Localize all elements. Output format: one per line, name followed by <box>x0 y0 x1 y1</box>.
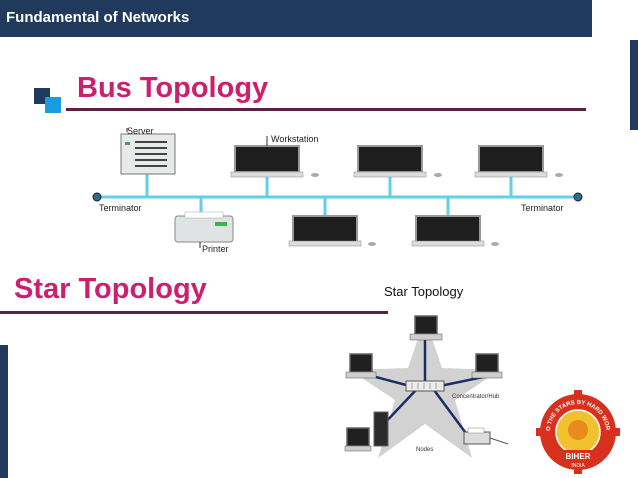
printer-label: Printer <box>202 244 229 254</box>
terminator-right-label: Terminator <box>521 203 564 213</box>
star-topology-diagram: Star Topology Concentrator <box>344 284 509 458</box>
printer-icon <box>463 427 509 445</box>
bus-title-rule <box>66 108 586 111</box>
logo-country: INDIA <box>571 463 585 469</box>
computer-icon <box>409 315 443 341</box>
workstation-icon <box>230 145 319 178</box>
logo-name: BIHER <box>566 452 591 461</box>
hub-label: Concentrator/Hub <box>452 394 500 400</box>
bus-topology-diagram: Server Workstation Terminator Terminator… <box>92 126 583 254</box>
server-label: Server <box>127 126 154 136</box>
nodes-label: Nodes <box>416 447 433 453</box>
computer-icon <box>345 353 377 379</box>
right-edge-accent <box>630 40 638 130</box>
hub-icon <box>405 380 445 392</box>
computer-icon <box>471 353 503 379</box>
left-edge-accent <box>0 345 8 478</box>
star-diagram-title: Star Topology <box>384 284 464 299</box>
terminator-left-icon <box>92 192 102 202</box>
printer-icon <box>174 211 234 248</box>
biher-logo: TO THE STARS BY HARD WORK BIHER INDIA <box>536 390 620 474</box>
terminator-right-icon <box>573 192 583 202</box>
star-title-rule <box>0 311 388 314</box>
header-bar: Fundamental of Networks <box>0 0 592 37</box>
workstation-icon <box>353 145 442 178</box>
star-topology-title: Star Topology <box>14 273 207 305</box>
workstation-icon <box>288 215 376 247</box>
terminator-left-label: Terminator <box>99 203 142 213</box>
slide-header-title: Fundamental of Networks <box>6 9 190 26</box>
computer-icon <box>344 411 389 452</box>
server-icon <box>120 133 176 175</box>
bus-topology-title: Bus Topology <box>77 72 269 104</box>
workstation-label: Workstation <box>271 134 318 144</box>
workstation-icon <box>411 215 499 247</box>
bullet-square-accent-icon <box>45 97 61 113</box>
workstation-icon <box>474 145 563 178</box>
